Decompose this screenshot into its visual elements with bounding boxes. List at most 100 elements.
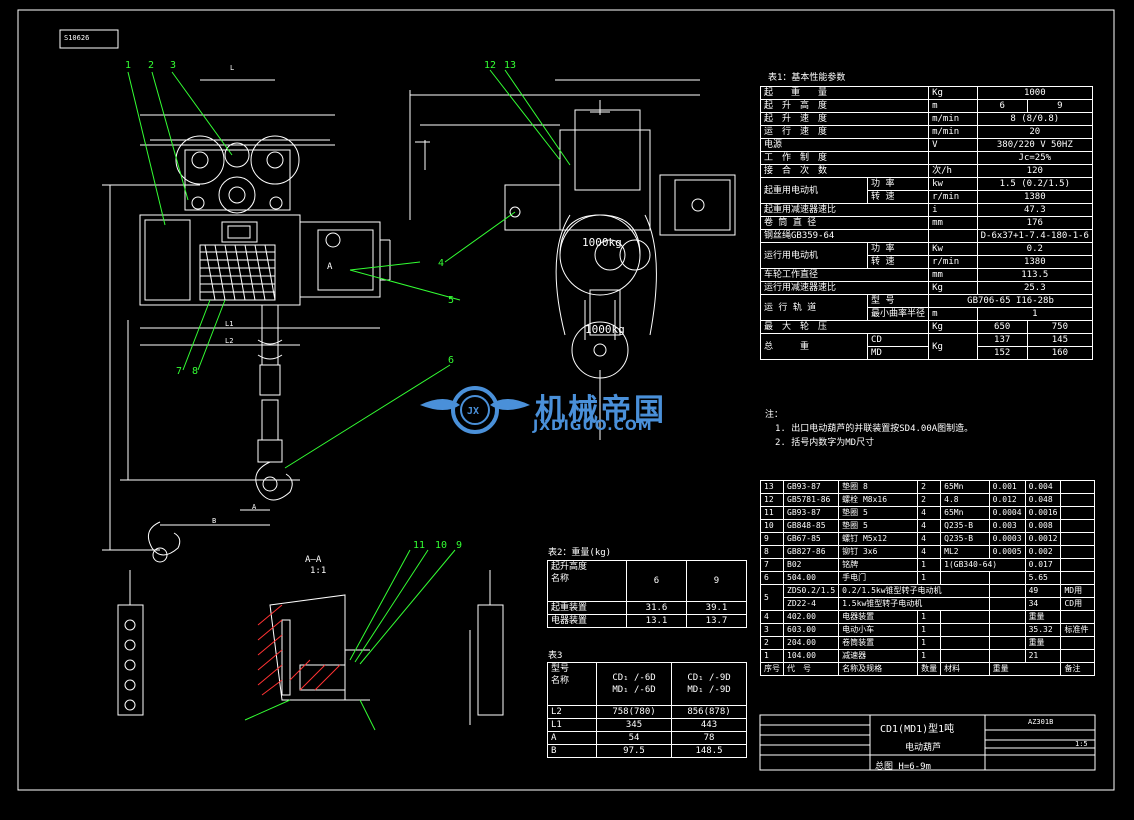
title-block-name: CD1(MD1)型1吨 bbox=[880, 724, 955, 735]
notes-title: 注： bbox=[765, 410, 784, 420]
front-view: L bbox=[102, 64, 391, 563]
section-title: A—A bbox=[305, 555, 322, 565]
weight-table-header-left: 名称 bbox=[551, 574, 570, 584]
title-block-code: AZ301B bbox=[1028, 718, 1054, 726]
callout-10: 10 bbox=[435, 540, 448, 551]
mark-a: A bbox=[327, 262, 333, 272]
outer-frame bbox=[17, 9, 1115, 791]
title-block bbox=[759, 714, 1096, 771]
section-aa bbox=[269, 594, 370, 701]
callout-13: 13 bbox=[504, 60, 517, 71]
parts-header-row: 序号代 号名称及规格数量材料重量备注 bbox=[760, 662, 1095, 676]
callout-9: 9 bbox=[456, 540, 463, 551]
title-block-scale: 1:5 bbox=[1075, 740, 1088, 748]
logo-cn-text: 机械帝国 bbox=[535, 393, 667, 428]
weight-table-title: 表2：重量(kg) bbox=[548, 548, 612, 558]
callout-2: 2 bbox=[148, 60, 155, 71]
pendant-left bbox=[117, 570, 144, 716]
dims-table-header-left: 名称 bbox=[551, 676, 570, 686]
callout-8: 8 bbox=[192, 366, 199, 377]
logo-en-text: JXDIGUO.COM bbox=[533, 418, 653, 434]
front-callout-leaders bbox=[127, 71, 461, 469]
callout-6: 6 bbox=[448, 355, 455, 366]
drawing-code: S10626 bbox=[64, 34, 90, 42]
callout-12: 12 bbox=[484, 60, 497, 71]
callout-3: 3 bbox=[170, 60, 177, 71]
pendant-right bbox=[469, 570, 504, 725]
weight-label-bottom: 1000kg bbox=[585, 323, 625, 336]
logo-badge: JX bbox=[420, 386, 530, 434]
dim-a: A bbox=[252, 503, 257, 511]
title-block-subname: 电动葫芦 bbox=[905, 743, 942, 753]
section-leaders bbox=[244, 549, 456, 731]
dim-b: B bbox=[212, 517, 217, 525]
callout-5: 5 bbox=[448, 295, 455, 306]
side-view bbox=[409, 79, 736, 440]
dims-table-title: 表3 bbox=[548, 651, 563, 661]
table1-title: 表1：基本性能参数 bbox=[768, 73, 846, 83]
svg-text:L: L bbox=[230, 64, 234, 72]
section-scale: 1:1 bbox=[310, 566, 327, 576]
callout-1: 1 bbox=[125, 60, 132, 71]
callout-4: 4 bbox=[438, 258, 445, 269]
note-1: 1. 出口电动葫芦的并联装置按SD4.00A图制造。 bbox=[775, 424, 974, 434]
drawing-code-box bbox=[59, 29, 119, 49]
dim-l2: L2 bbox=[225, 337, 234, 345]
section-hatch bbox=[257, 604, 341, 696]
dims-table-header-top: 型号 bbox=[551, 664, 570, 674]
weight-label-top: 1000kg bbox=[582, 236, 622, 249]
dim-l1: L1 bbox=[225, 320, 234, 328]
side-callout-leaders bbox=[444, 69, 571, 263]
callout-7: 7 bbox=[176, 366, 183, 377]
weight-table-header-top: 起升高度 bbox=[551, 562, 588, 572]
title-block-range: 总图 H=6-9m bbox=[875, 762, 931, 772]
logo-badge-text: JX bbox=[467, 406, 479, 417]
